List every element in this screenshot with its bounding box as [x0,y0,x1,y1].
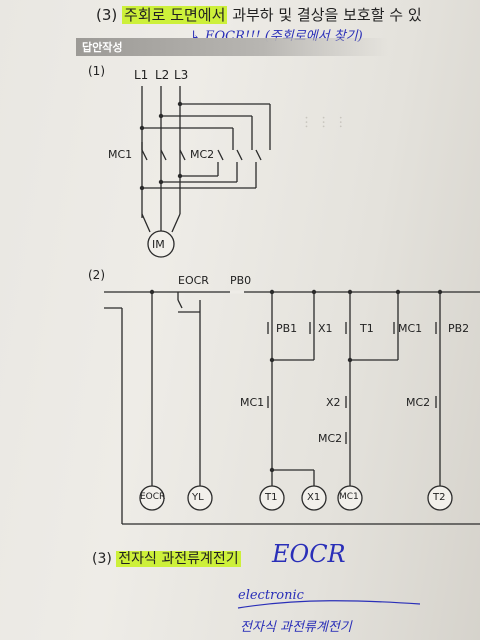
hand-eocr: EOCR [272,540,346,568]
motor-label: IM [152,238,165,251]
load-yl: YL [192,492,204,503]
contactor-mc2-label: MC2 [190,148,215,161]
question-text: 과부하 및 결상을 보호할 수 있 [232,6,422,24]
diagram-2-load-symbols [139,485,453,511]
contact-mc1-top: MC1 [398,322,423,335]
diagram-1-power-circuit [141,86,271,233]
load-mc1: MC1 [339,492,359,502]
diagram-2-label: (2) [88,268,105,282]
hand-underline [237,600,421,609]
phase-l2: L2 [155,68,170,82]
phase-l1: L1 [134,68,149,82]
contact-pb1: PB1 [276,322,298,335]
contact-mc1-mid: MC1 [240,396,265,409]
question-number: (3) [96,6,118,24]
question-highlight: 주회로 도면에서 [122,6,228,24]
motor-symbol [147,230,175,258]
contact-mc2-right: MC2 [406,396,431,409]
pb0-label: PB0 [230,274,252,287]
contact-x1: X1 [318,322,333,335]
contact-x2: X2 [326,396,341,409]
answer-number: (3) [92,551,112,567]
section-label: 답안작성 [76,38,388,56]
answer-highlight: 전자식 과전류계전기 [116,551,241,567]
eocr-top-label: EOCR [178,274,209,287]
answer-line: (3) 전자식 과전류계전기 [92,548,241,568]
contactor-mc1-label: MC1 [108,148,133,161]
diagram-1-nodes [139,101,183,191]
diagram-1-label: (1) [88,64,105,78]
diagram-2-nodes [149,289,443,473]
hand-electronic: electronic [238,588,304,603]
diagram-2-control-circuit [104,290,480,525]
load-t2: T2 [433,492,446,503]
hand-korean: 전자식 과전류계전기 [240,620,352,635]
load-t1: T1 [265,492,278,503]
question-line: (3) 주회로 도면에서 과부하 및 결상을 보호할 수 있 [96,4,422,25]
contact-pb2: PB2 [448,322,470,335]
contact-t1: T1 [360,322,374,335]
bleed-through-text: ︙ ︙ ︙ [300,116,348,131]
load-x1: X1 [307,492,321,503]
load-eocr: EOCR [140,492,166,502]
contact-mc2-mid: MC2 [318,432,343,445]
phase-l3: L3 [174,68,189,82]
